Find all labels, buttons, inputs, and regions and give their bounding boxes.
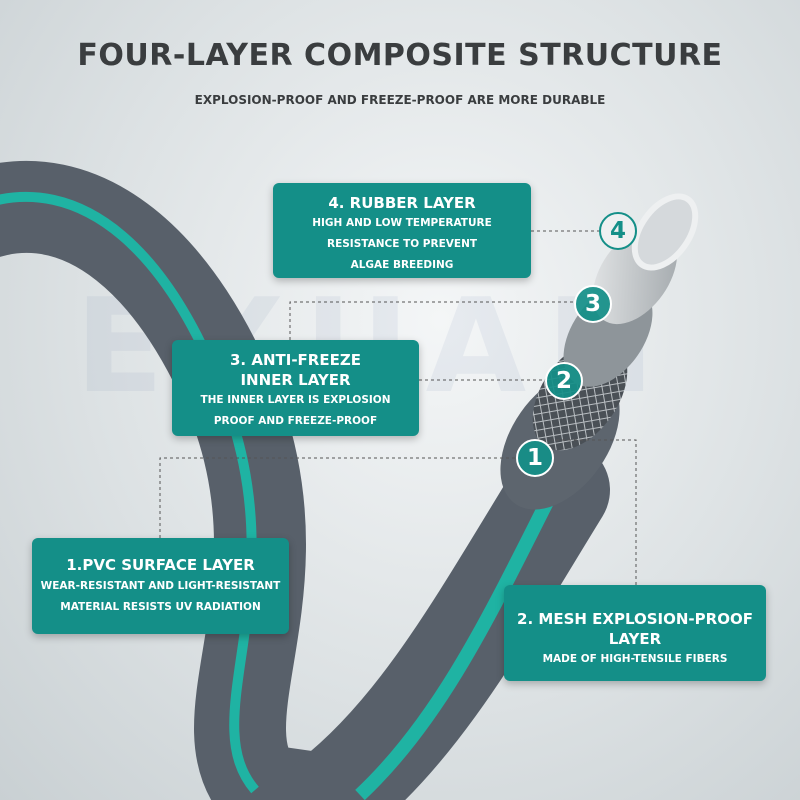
- page-title: FOUR-LAYER COMPOSITE STRUCTURE: [77, 38, 723, 73]
- layer-number-2: 2: [545, 362, 583, 400]
- antifreeze-layer-desc-1: THE INNER LAYER IS EXPLOSION: [200, 394, 391, 406]
- layer-number-3: 3: [574, 285, 612, 323]
- antifreeze-layer-desc-2: PROOF AND FREEZE-PROOF: [213, 415, 378, 427]
- antifreeze-layer-title-1: 3. ANTI-FREEZE: [230, 351, 361, 369]
- antifreeze-layer-callout: 3. ANTI-FREEZE INNER LAYER THE INNER LAY…: [172, 340, 419, 436]
- pvc-layer-desc-2: MATERIAL RESISTS UV RADIATION: [60, 601, 261, 613]
- mesh-layer-title-1: 2. MESH EXPLOSION-PROOF: [517, 610, 753, 628]
- mesh-layer-callout: 2. MESH EXPLOSION-PROOF LAYER MADE OF HI…: [504, 585, 766, 681]
- tube-opening: [631, 193, 699, 271]
- rubber-layer-desc-1: HIGH AND LOW TEMPERATURE: [312, 217, 492, 229]
- rubber-layer-desc-3: ALGAE BREEDING: [350, 259, 454, 271]
- pvc-layer-desc-1: WEAR-RESISTANT AND LIGHT-RESISTANT: [40, 580, 281, 592]
- hose-stripe-2: [355, 496, 555, 800]
- rubber-layer-desc-2: RESISTANCE TO PREVENT: [326, 238, 478, 250]
- layer-number-1: 1: [516, 439, 554, 477]
- page-subtitle: EXPLOSION-PROOF AND FREEZE-PROOF ARE MOR…: [194, 93, 606, 107]
- mesh-layer-title-2: LAYER: [608, 630, 662, 648]
- hose-body: [0, 160, 376, 800]
- pvc-layer-callout: 1.PVC SURFACE LAYER WEAR-RESISTANT AND L…: [32, 538, 289, 634]
- layer-number-4: 4: [599, 212, 637, 250]
- pvc-layer-title: 1.PVC SURFACE LAYER: [66, 556, 255, 574]
- rubber-layer-callout: 4. RUBBER LAYER HIGH AND LOW TEMPERATURE…: [273, 183, 531, 278]
- mesh-layer-desc-1: MADE OF HIGH-TENSILE FIBERS: [542, 653, 728, 665]
- rubber-layer-title: 4. RUBBER LAYER: [328, 194, 476, 212]
- antifreeze-layer-title-2: INNER LAYER: [240, 371, 351, 389]
- leader-lines: [159, 230, 637, 585]
